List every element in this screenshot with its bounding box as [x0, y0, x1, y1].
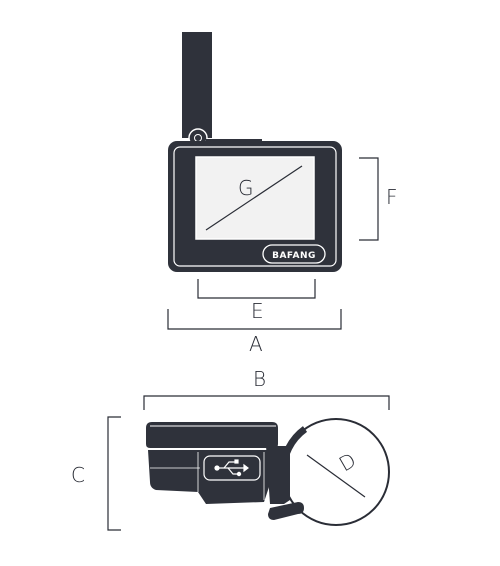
screen-diagonal	[205, 165, 303, 231]
clamp-screw	[268, 502, 304, 520]
dimension-c	[107, 416, 121, 531]
dimension-e	[197, 279, 316, 299]
label-g: G	[238, 176, 254, 200]
clamp-diameter	[306, 454, 366, 498]
svg-text:BAFANG: BAFANG	[272, 251, 316, 261]
mount-bracket	[266, 446, 290, 504]
label-b: B	[253, 367, 266, 391]
label-c: C	[71, 463, 85, 487]
usb-icon	[214, 459, 249, 477]
label-e: E	[251, 299, 264, 323]
usb-port	[203, 455, 261, 481]
dimension-a	[167, 309, 342, 330]
mounting-strap	[182, 32, 212, 138]
side-view: B C D	[71, 367, 390, 531]
label-f: F	[386, 185, 398, 209]
front-view: G BAFANG F E A	[167, 32, 398, 356]
dimension-b	[143, 395, 390, 410]
label-a: A	[249, 332, 263, 356]
display-side-top	[146, 422, 278, 448]
brand-logo: BAFANG	[262, 244, 326, 264]
dimension-f	[359, 157, 379, 241]
